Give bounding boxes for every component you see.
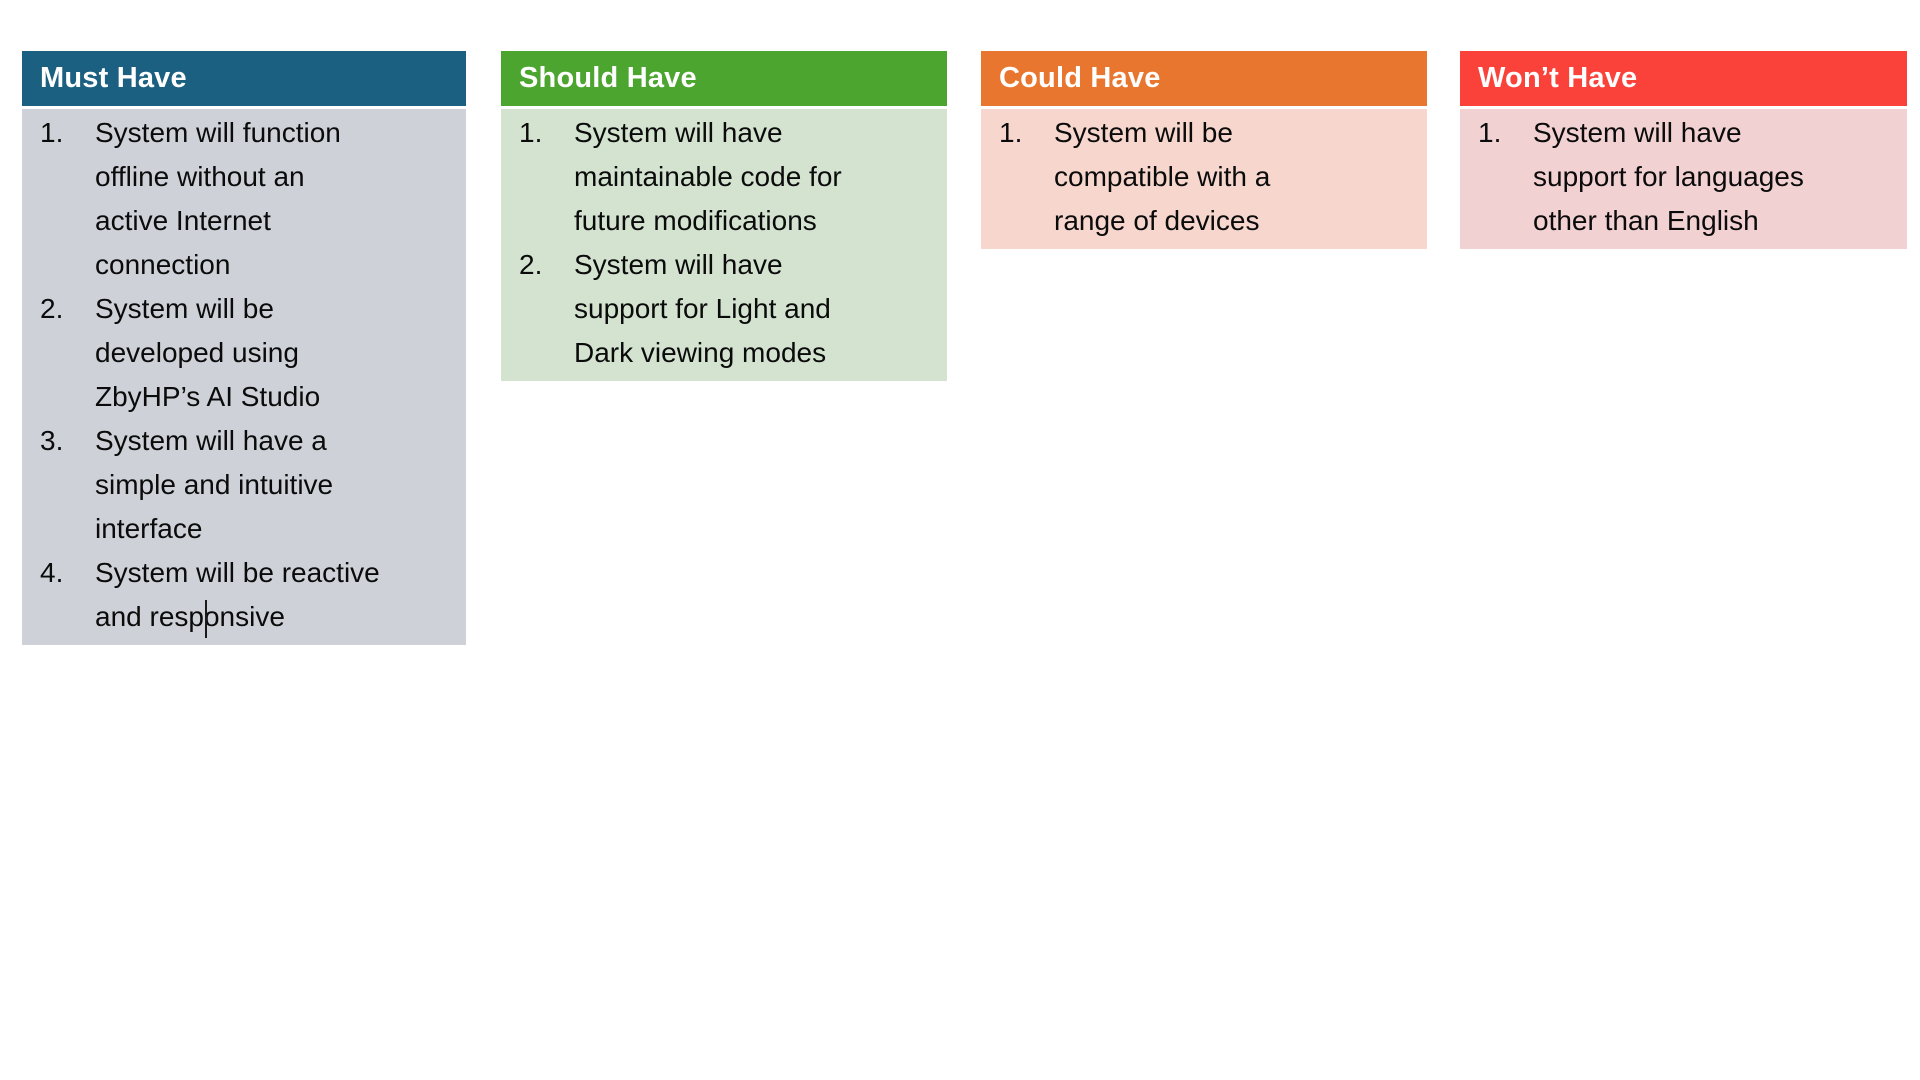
- list-item: System will be developed using ZbyHP’s A…: [40, 287, 321, 412]
- column-header-could-have: Could Have: [981, 51, 1427, 106]
- column-must-have: Must Have System will function offline w…: [22, 51, 466, 645]
- column-could-have: Could Have System will be compatible wit…: [981, 51, 1427, 249]
- column-title: Won’t Have: [1478, 62, 1638, 94]
- column-header-should-have: Should Have: [501, 51, 947, 106]
- requirements-list-wont-have: System will have support for languages o…: [1460, 109, 1907, 249]
- column-wont-have: Won’t Have System will have support for …: [1460, 51, 1907, 249]
- column-header-must-have: Must Have: [22, 51, 466, 106]
- list-item: System will have support for Light and D…: [519, 243, 831, 368]
- requirements-list-should-have: System will have maintainable code for f…: [501, 109, 947, 381]
- column-title: Must Have: [40, 62, 187, 94]
- list-item: System will have maintainable code for f…: [519, 111, 842, 236]
- text-cursor: [205, 600, 207, 638]
- column-title: Could Have: [999, 62, 1161, 94]
- requirements-list-must-have: System will function offline without an …: [22, 109, 466, 645]
- list-item: System will function offline without an …: [40, 111, 341, 280]
- list-item: System will have a simple and intuitive …: [40, 419, 334, 544]
- requirements-list-could-have: System will be compatible with a range o…: [981, 109, 1427, 249]
- column-should-have: Should Have System will have maintainabl…: [501, 51, 947, 381]
- list-item: System will be reactive and responsive: [40, 551, 380, 632]
- column-title: Should Have: [519, 62, 697, 94]
- list-item: System will have support for languages o…: [1478, 111, 1804, 236]
- column-header-wont-have: Won’t Have: [1460, 51, 1907, 106]
- list-item: System will be compatible with a range o…: [999, 111, 1271, 236]
